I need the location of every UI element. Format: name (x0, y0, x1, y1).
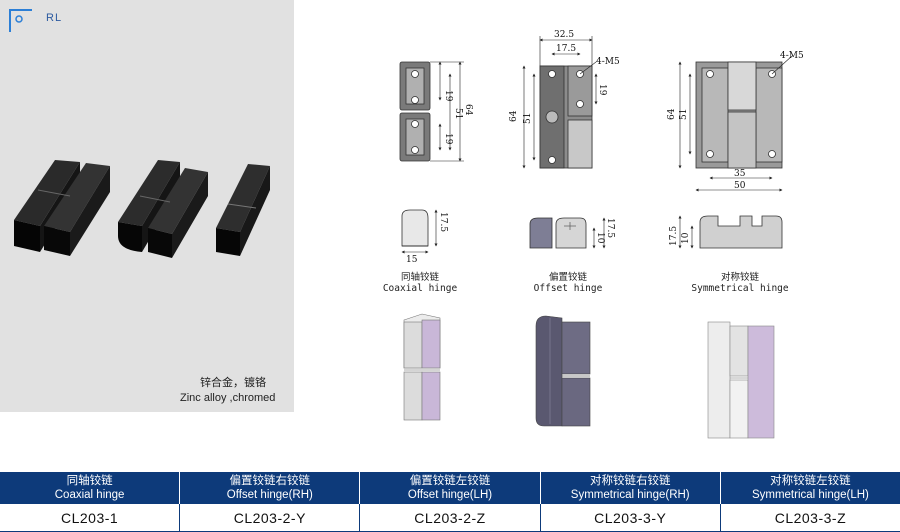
caption-coaxial: 同轴铰链 Coaxial hinge (380, 269, 460, 294)
symmetrical-front-dims (678, 55, 793, 192)
technical-drawings: 19 51 64 19 17.5 15 (300, 0, 900, 470)
header-symmetrical-lh-zh: 对称铰链左铰链 (770, 475, 851, 487)
dim-coaxial-19a: 19 (443, 90, 453, 102)
header-symmetrical-rh-zh: 对称铰链右铰链 (589, 475, 671, 487)
model-table-header: 同轴铰链 Coaxial hinge 偏置铰链右铰链 Offset hinge(… (0, 472, 900, 504)
dim-coaxial-15: 15 (406, 255, 418, 265)
coaxial-side-view (401, 209, 429, 247)
header-offset-rh-en: Offset hinge(RH) (226, 489, 313, 501)
code-symmetrical-rh: CL203-3-Y (541, 504, 721, 531)
symmetrical-3d-render (707, 321, 775, 439)
offset-hinge-photo (118, 160, 208, 258)
offset-front-dims (522, 36, 598, 169)
coaxial-front-view (399, 61, 431, 162)
brand-name: RL (46, 12, 63, 24)
header-symmetrical-rh-en: Symmetrical hinge(RH) (570, 489, 690, 501)
header-symmetrical-lh: 对称铰链左铰链 Symmetrical hinge(LH) (721, 472, 900, 504)
caption-coaxial-en: Coaxial hinge (382, 283, 458, 294)
header-offset-lh-zh: 偏置铰链左铰链 (409, 475, 491, 487)
dim-sym-51: 51 (679, 109, 689, 120)
header-offset-rh: 偏置铰链右铰链 Offset hinge(RH) (180, 472, 361, 504)
dim-offset-64: 64 (509, 110, 519, 122)
hinge-photos (14, 160, 270, 258)
model-table: 同轴铰链 Coaxial hinge 偏置铰链右铰链 Offset hinge(… (0, 472, 900, 532)
dim-sym-50: 50 (734, 181, 746, 191)
drawings-svg: 19 51 64 19 17.5 15 (399, 30, 804, 439)
dim-offset-19: 19 (597, 84, 607, 96)
dim-sym-64: 64 (667, 108, 677, 120)
material-zh: 锌合金，镀铬 (200, 377, 266, 389)
code-offset-lh: CL203-2-Z (360, 504, 541, 531)
coaxial-3d-render (403, 313, 441, 421)
header-offset-lh-en: Offset hinge(LH) (407, 489, 493, 501)
symmetrical-side-view (699, 215, 783, 249)
code-symmetrical-lh: CL203-3-Z (774, 510, 847, 526)
dim-coaxial-17-5: 17.5 (438, 212, 448, 232)
coaxial-hinge-photo (14, 160, 110, 256)
offset-side-view (529, 217, 587, 249)
header-symmetrical-lh-en: Symmetrical hinge(LH) (751, 489, 869, 501)
dim-sym-m5: 4-M5 (780, 51, 804, 61)
header-coaxial-zh: 同轴铰链 (66, 475, 113, 487)
header-symmetrical-rh: 对称铰链右铰链 Symmetrical hinge(RH) (541, 472, 721, 504)
dim-coaxial-19b: 19 (443, 133, 453, 145)
caption-offset: 偏置铰链 Offset hinge (528, 269, 608, 294)
product-photo-panel: RL 锌合金，镀铬 (0, 0, 294, 412)
coaxial-front-dims (430, 61, 464, 162)
header-offset-rh-zh: 偏置铰链右铰链 (229, 475, 311, 487)
symmetrical-hinge-photo (216, 164, 270, 256)
material-note: 锌合金，镀铬 Zinc alloy ,chromed (180, 376, 275, 406)
header-offset-lh: 偏置铰链左铰链 Offset hinge(LH) (360, 472, 541, 504)
caption-symmetrical: 对称铰链 Symmetrical hinge (680, 269, 800, 294)
dim-sym-35: 35 (734, 169, 746, 179)
dim-offset-32-5: 32.5 (554, 30, 574, 40)
caption-offset-zh: 偏置铰链 (548, 272, 587, 283)
dim-sym-10: 10 (681, 232, 691, 244)
brand-logo-icon (9, 9, 32, 32)
model-table-row: CL203-1 CL203-2-Y CL203-2-Z CL203-3-Y CL… (0, 504, 900, 532)
header-coaxial-en: Coaxial hinge (54, 489, 125, 501)
caption-offset-en: Offset hinge (533, 283, 603, 294)
dim-coaxial-51: 51 (453, 108, 463, 119)
dim-coaxial-64: 64 (463, 104, 473, 116)
header-coaxial: 同轴铰链 Coaxial hinge (0, 472, 181, 504)
caption-coaxial-zh: 同轴铰链 (400, 272, 439, 283)
dim-offset-m5: 4-M5 (596, 57, 620, 67)
caption-symmetrical-en: Symmetrical hinge (691, 283, 789, 294)
code-offset-rh: CL203-2-Y (180, 504, 361, 531)
dim-offset-51: 51 (523, 113, 533, 124)
dim-offset-17-5b: 17.5 (605, 218, 615, 238)
material-en: Zinc alloy ,chromed (180, 392, 276, 404)
caption-symmetrical-zh: 对称铰链 (720, 272, 759, 283)
dim-sym-17-5: 17.5 (669, 226, 679, 246)
offset-3d-render (535, 315, 591, 427)
offset-front-view (539, 65, 593, 169)
code-coaxial: CL203-1 (0, 504, 181, 531)
dim-offset-17-5: 17.5 (556, 44, 576, 54)
dim-offset-10: 10 (595, 232, 605, 244)
symmetrical-front-view (695, 61, 783, 169)
